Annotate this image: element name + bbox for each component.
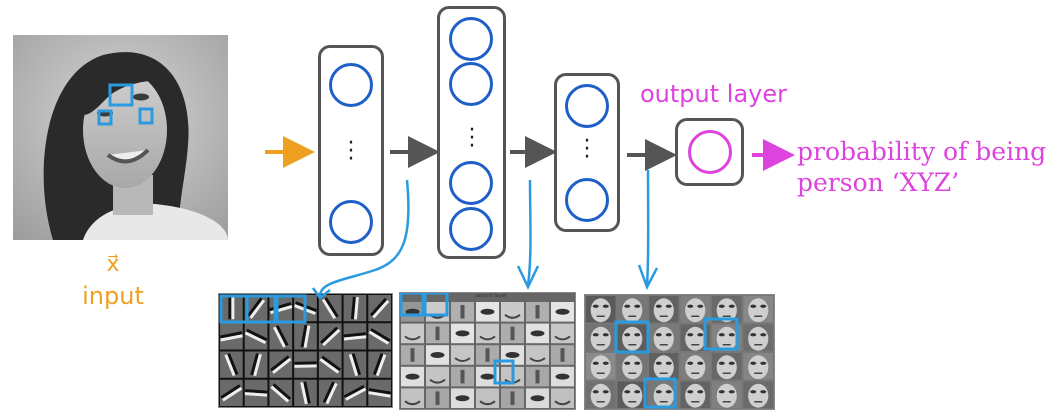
edge-filter [220,323,243,350]
highlight-box [275,294,307,324]
ellipsis-icon: ··· [468,118,476,159]
output-neuron [688,130,732,174]
highlight-box [423,293,449,317]
neuron-2-3 [449,161,493,205]
neuron-3-2 [565,178,609,222]
neuron-2-2 [449,62,493,106]
highlight-box [614,320,650,354]
input-face-photo [13,35,228,240]
neuron-2-4 [449,207,493,251]
hidden-layer-3: ··· [554,73,620,232]
neuron-2-1 [449,17,493,61]
hidden-layer-2: ··· [437,6,506,259]
neuron-3-1 [565,84,609,128]
highlight-box [493,359,515,385]
annotation-line-3 [645,169,650,286]
annotation-arrowhead-2 [516,265,540,290]
edge-features-panel [218,293,393,408]
highlight-box [400,293,425,317]
input-vector-symbol: x⃗ [106,252,120,277]
ellipsis-icon: ··· [347,131,355,172]
part-features-panel: second layer [399,292,576,410]
neuron-1-1 [329,63,373,107]
probability-label: probability of being person ‘XYZ’ [797,136,1046,198]
output-layer [675,118,744,186]
ellipsis-icon: ··· [583,129,591,170]
edge-filter [220,295,243,322]
annotation-arrowhead-3 [637,264,659,291]
neuron-1-2 [329,200,373,244]
probability-line-2: person ‘XYZ’ [797,168,960,197]
input-label: input [82,282,144,310]
panel-title: second layer [475,293,507,299]
highlight-box [245,294,277,324]
probability-line-1: probability of being [797,137,1047,166]
annotation-line-2 [526,179,532,286]
highlight-box [703,317,739,351]
highlight-box [643,377,677,409]
output-layer-label: output layer [640,80,787,108]
hidden-layer-1: ··· [318,45,384,256]
face-features-panel [584,294,775,410]
